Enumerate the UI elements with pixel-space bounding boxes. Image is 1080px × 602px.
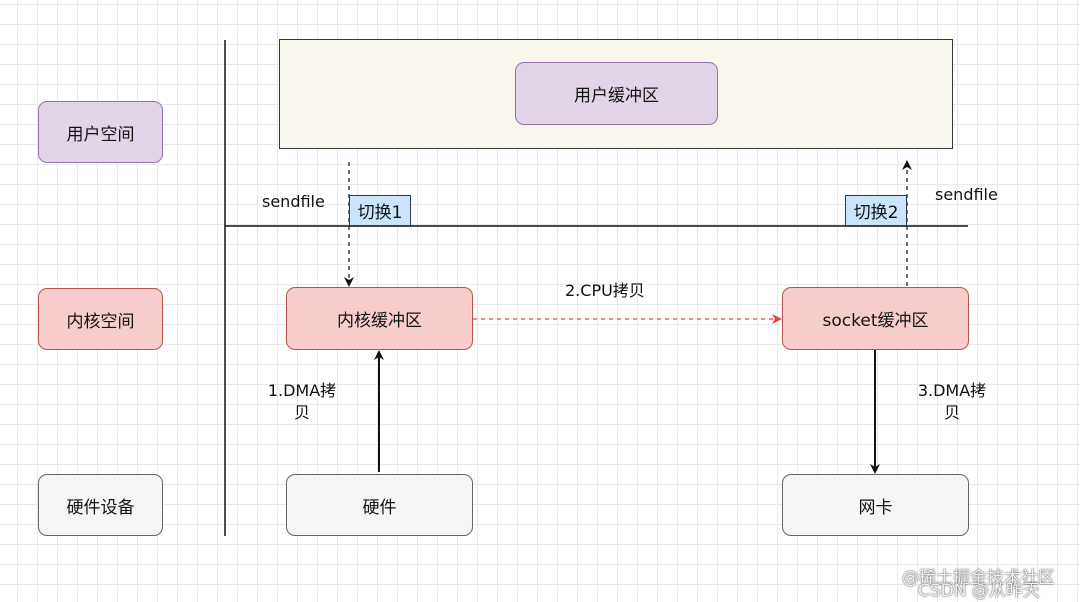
dma-copy-3-label: 3.DMA拷贝 — [917, 381, 987, 422]
row-label-kernel-space: 内核空间 — [38, 288, 163, 350]
sendfile-label-left: sendfile — [262, 192, 325, 211]
row-label-hardware: 硬件设备 — [38, 474, 163, 536]
socket-buffer-label: socket缓冲区 — [822, 311, 929, 331]
row-label-user-space-text: 用户空间 — [66, 124, 135, 145]
user-buffer-box: 用户缓冲区 — [515, 62, 718, 125]
juejin-watermark: @稀土掘金技术社区 — [902, 568, 1055, 588]
cpu-copy-label: 2.CPU拷贝 — [565, 281, 645, 300]
switch-1-tag: 切换1 — [349, 195, 411, 226]
hardware-label: 硬件 — [362, 497, 397, 518]
row-label-kernel-space-text: 内核空间 — [66, 311, 135, 332]
csdn-watermark: CSDN @从昨天 — [918, 581, 1040, 601]
row-label-hardware-text: 硬件设备 — [66, 497, 135, 518]
nic-label: 网卡 — [858, 497, 893, 518]
switch-2-tag: 切换2 — [845, 195, 907, 226]
dma-copy-1-label: 1.DMA拷贝 — [267, 381, 337, 422]
nic-box: 网卡 — [782, 474, 969, 536]
switch-2-label: 切换2 — [853, 203, 899, 223]
switch-1-label: 切换1 — [357, 203, 403, 223]
hardware-box: 硬件 — [286, 474, 473, 536]
kernel-buffer-label: 内核缓冲区 — [337, 311, 422, 331]
user-buffer-label: 用户缓冲区 — [574, 86, 659, 106]
row-label-user-space: 用户空间 — [38, 101, 163, 163]
socket-buffer-box: socket缓冲区 — [782, 287, 969, 350]
sendfile-label-right: sendfile — [935, 185, 998, 204]
kernel-buffer-box: 内核缓冲区 — [286, 287, 473, 350]
